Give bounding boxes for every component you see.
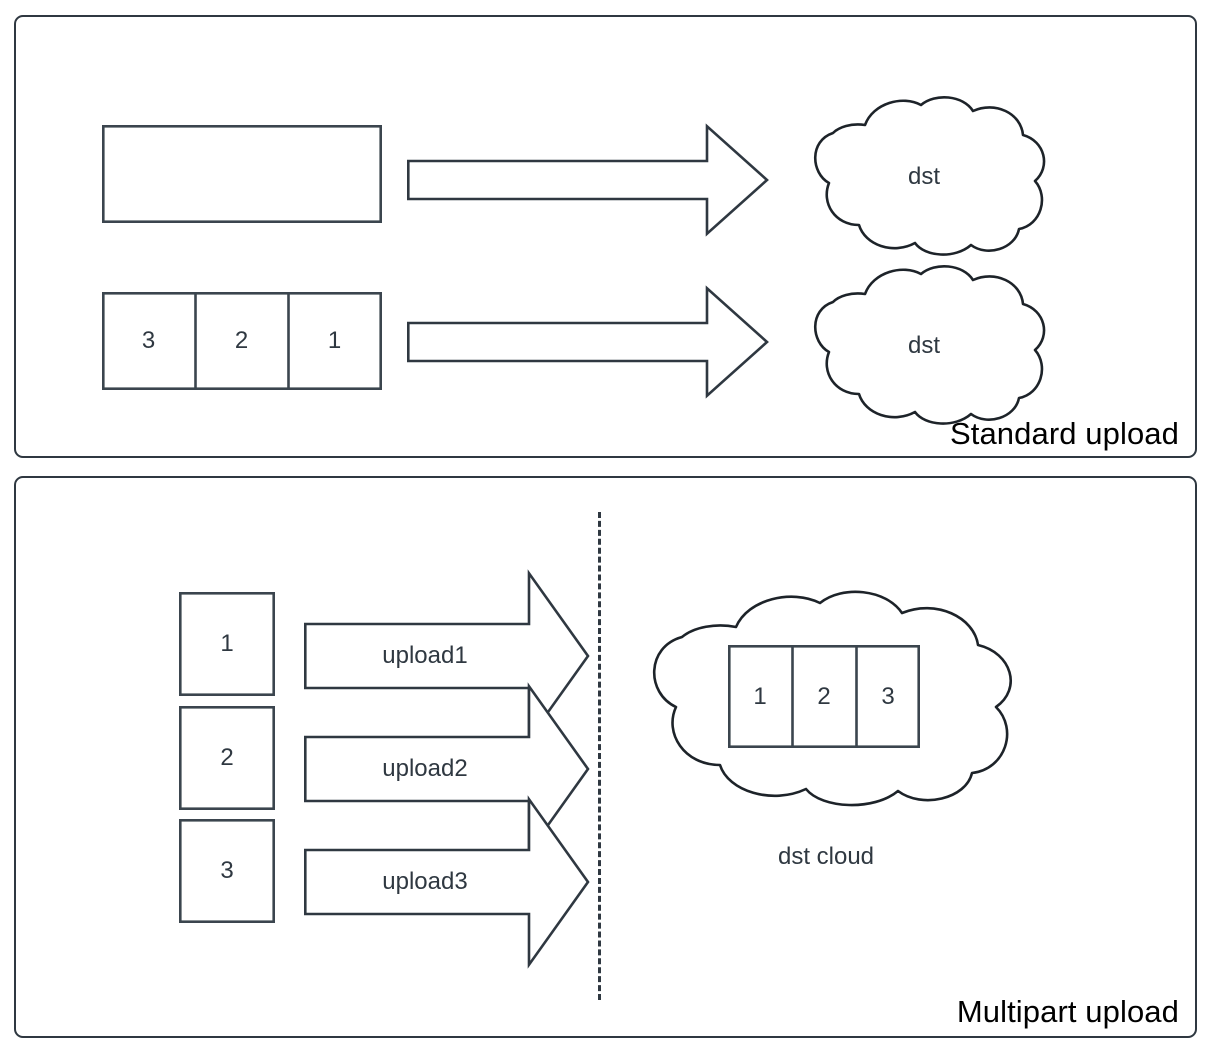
- cloud-segment-cell-0: 1: [753, 683, 767, 710]
- boundary-dashed-line: [598, 512, 601, 1000]
- arrow-upload-2: upload2: [304, 682, 590, 856]
- part-box-3: 3: [178, 818, 276, 924]
- part-box-1-label: 1: [220, 630, 234, 657]
- panel-standard-upload: dst 3 2 1 dst Standard upload: [14, 15, 1197, 458]
- arrow-standard-upload-2: [407, 285, 769, 399]
- arrow-upload-3: upload3: [304, 795, 590, 969]
- destination-cloud-multipart: 1 2 3: [624, 583, 1028, 809]
- arrow-upload-1: upload1: [304, 569, 590, 743]
- part-box-2-label: 2: [220, 744, 234, 771]
- panel-caption-standard-upload: Standard upload: [949, 416, 1179, 451]
- arrow-label-upload1: upload1: [382, 642, 468, 669]
- arrow-standard-upload-1: [407, 123, 769, 237]
- cloud-segment-cell-2: 3: [881, 683, 895, 710]
- part-box-1: 1: [178, 591, 276, 697]
- cloud-label-dst-cloud: dst cloud: [777, 843, 875, 870]
- panel-multipart-upload: 1 2 3 upload1 upload: [14, 476, 1197, 1038]
- source-segmented-box: 3 2 1: [101, 291, 382, 391]
- cloud-segment-cell-1: 2: [817, 683, 831, 710]
- destination-cloud-1: dst: [795, 91, 1053, 261]
- part-box-2: 2: [178, 705, 276, 811]
- segment-cell-2: 1: [327, 327, 342, 354]
- segment-cell-0: 3: [141, 327, 156, 354]
- arrow-label-upload3: upload3: [382, 868, 468, 895]
- cloud-segmented-box: 1 2 3: [727, 644, 920, 749]
- segment-cell-1: 2: [234, 327, 249, 354]
- arrow-label-upload2: upload2: [382, 755, 468, 782]
- cloud-label-dst-2: dst: [907, 332, 940, 359]
- panel-caption-multipart-upload: Multipart upload: [956, 994, 1179, 1029]
- source-whole-object-box: [101, 124, 382, 224]
- part-box-3-label: 3: [220, 857, 234, 884]
- cloud-label-dst-1: dst: [907, 163, 940, 190]
- destination-cloud-2: dst: [795, 260, 1053, 430]
